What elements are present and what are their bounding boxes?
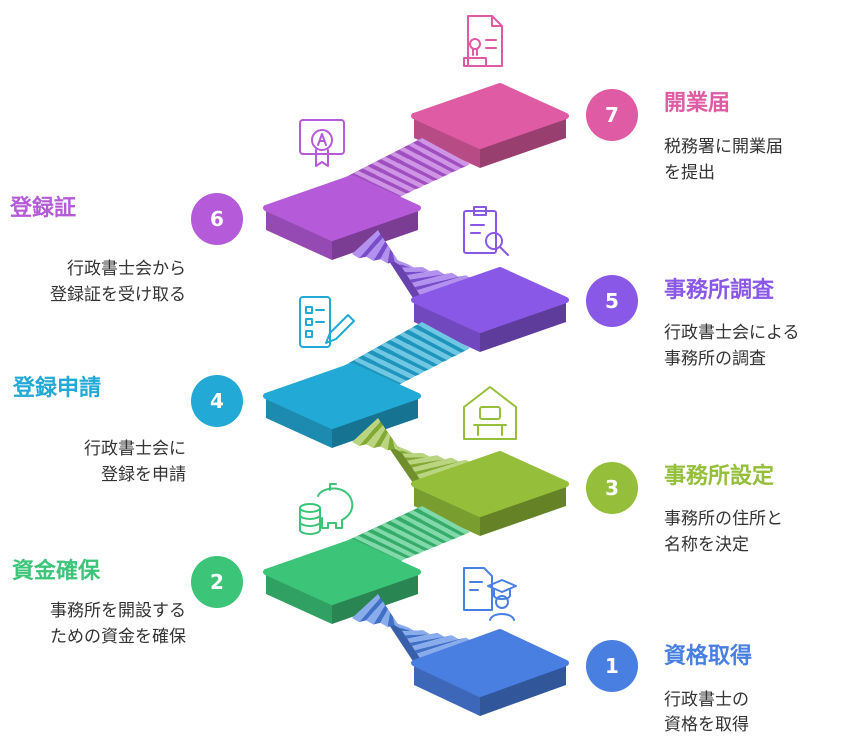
- step-5-title: 事務所調査: [664, 278, 775, 303]
- document-stamp-icon: [463, 15, 503, 67]
- step-3-desc-line-1: 事務所の住所と: [664, 509, 783, 529]
- certificate-award-icon: [299, 119, 345, 167]
- step-5-platform: [411, 267, 569, 352]
- step-2-number: 2: [191, 556, 243, 608]
- step-4-desc-line-2: 登録を申請: [101, 465, 186, 485]
- step-1-number: 1: [586, 640, 638, 692]
- form-pencil-icon: [299, 296, 355, 348]
- step-4-title: 登録申請: [13, 376, 102, 401]
- step-2-title: 資金確保: [12, 559, 101, 584]
- clipboard-search-icon: [463, 206, 509, 256]
- step-2-desc-line-2: ための資金を確保: [50, 627, 186, 647]
- step-1-desc-line-1: 行政書士の: [664, 690, 749, 710]
- step-7-desc-line-2: を提出: [664, 163, 715, 183]
- step-7-number: 7: [586, 89, 638, 141]
- step-7-platform: [411, 83, 569, 168]
- step-5-number: 5: [586, 275, 638, 327]
- graduate-document-icon: [463, 567, 517, 621]
- step-6-number: 6: [191, 193, 243, 245]
- step-3-platform: [411, 451, 569, 536]
- step-4-desc-line-1: 行政書士会に: [84, 439, 186, 459]
- office-house-icon: [463, 386, 517, 440]
- step-7-desc-line-1: 税務署に開業届: [664, 137, 783, 157]
- step-6-desc-line-1: 行政書士会から: [67, 259, 186, 279]
- step-2-desc-line-1: 事務所を開設する: [50, 601, 186, 621]
- step-3-desc-line-2: 名称を決定: [664, 535, 749, 555]
- step-7-title: 開業届: [664, 91, 731, 116]
- step-4-number: 4: [191, 375, 243, 427]
- step-6-desc-line-2: 登録証を受け取る: [50, 285, 186, 305]
- step-1-platform: [411, 629, 569, 716]
- step-3-number: 3: [586, 462, 638, 514]
- step-5-desc-line-1: 行政書士会による: [664, 323, 800, 343]
- step-6-title: 登録証: [10, 196, 77, 221]
- step-5-desc-line-2: 事務所の調査: [664, 349, 766, 369]
- step-1-title: 資格取得: [664, 644, 753, 669]
- piggy-bank-coins-icon: [299, 483, 354, 535]
- step-1-desc-line-2: 資格を取得: [664, 715, 749, 735]
- step-3-title: 事務所設定: [664, 464, 775, 489]
